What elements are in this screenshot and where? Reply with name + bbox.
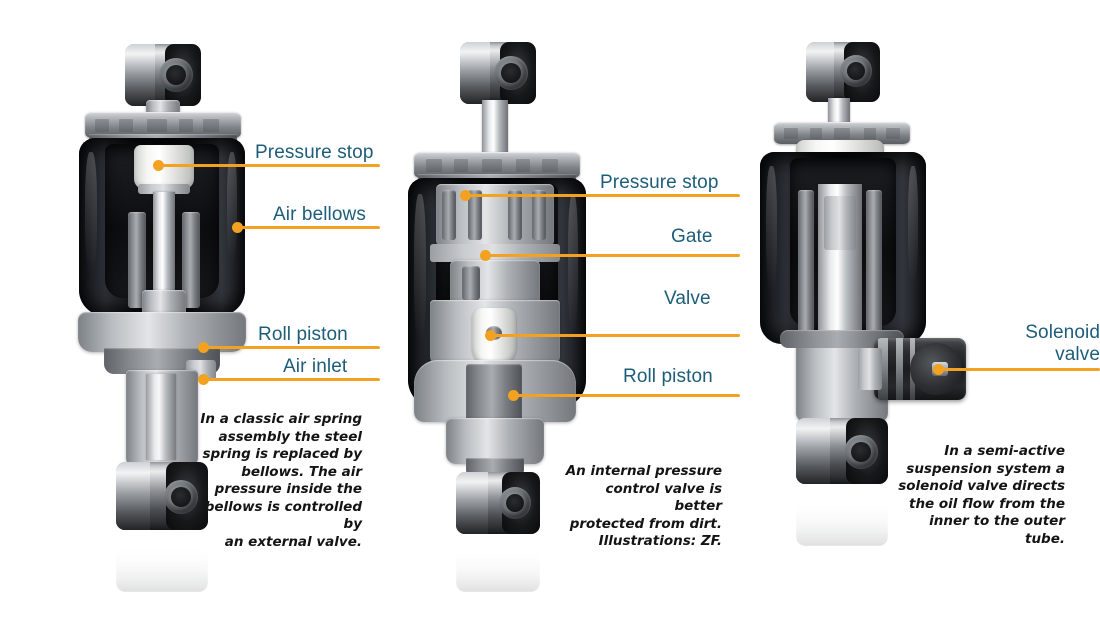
upper-piston-rod bbox=[482, 100, 508, 162]
upper-bushing-eye bbox=[806, 42, 880, 102]
roll-piston-base bbox=[446, 418, 544, 464]
internal-valve-assembly: Pressure stop Gate Valve Roll piston An … bbox=[380, 0, 740, 638]
inner-rod-left bbox=[798, 190, 814, 340]
ground-reflection bbox=[456, 536, 540, 592]
pressure-stop-collar bbox=[138, 184, 190, 194]
label-air-inlet: Air inlet bbox=[283, 356, 348, 377]
air-bellows-leader bbox=[237, 226, 380, 229]
pressure-stop-leader bbox=[465, 194, 740, 197]
air-spring-assembly: Pressure stop Air bellows Roll piston Ai… bbox=[0, 0, 380, 638]
upper-bushing-eye bbox=[460, 42, 536, 104]
upper-bushing-eye bbox=[125, 44, 201, 106]
valve-leader bbox=[490, 334, 740, 337]
roll-piston-leader bbox=[203, 346, 380, 349]
lower-collar bbox=[466, 458, 524, 476]
label-solenoid-valve-line1: Solenoid bbox=[1025, 322, 1100, 343]
inner-tube-right bbox=[182, 212, 200, 308]
lower-bushing-eye bbox=[116, 462, 208, 530]
label-valve: Valve bbox=[664, 288, 711, 309]
piston-rod bbox=[153, 192, 175, 300]
pressure-stop-part bbox=[134, 145, 194, 189]
label-gate: Gate bbox=[671, 226, 713, 247]
pressure-stop-flutes bbox=[442, 190, 456, 240]
label-air-bellows: Air bellows bbox=[273, 204, 366, 225]
solenoid-valve-leader bbox=[938, 368, 1100, 371]
inner-rod-right bbox=[866, 190, 882, 340]
label-pressure-stop: Pressure stop bbox=[600, 172, 719, 193]
semi-active-assembly: Solenoid valve In a semi-active suspensi… bbox=[740, 0, 1100, 638]
label-pressure-stop: Pressure stop bbox=[255, 142, 374, 163]
inner-tube-left bbox=[128, 212, 146, 308]
lower-tube-highlight bbox=[146, 374, 176, 460]
gate-slot bbox=[462, 266, 480, 300]
caption-air-spring: In a classic air spring assembly the ste… bbox=[200, 411, 362, 550]
roll-piston-leader bbox=[513, 394, 740, 397]
roll-piston-part bbox=[78, 312, 246, 352]
pressure-stop-leader bbox=[158, 164, 380, 167]
lower-bushing-eye bbox=[796, 418, 888, 484]
toothed-ring bbox=[430, 244, 560, 262]
label-roll-piston: Roll piston bbox=[258, 324, 348, 345]
pressure-stop-flutes bbox=[468, 190, 482, 240]
solenoid-neck bbox=[858, 348, 882, 390]
top-cap-ring bbox=[414, 152, 580, 178]
body-shoulder bbox=[780, 330, 904, 348]
caption-internal-valve: An internal pressure control valve is be… bbox=[565, 463, 722, 549]
pressure-stop-flutes bbox=[508, 190, 522, 240]
ground-reflection bbox=[796, 486, 888, 546]
label-roll-piston: Roll piston bbox=[623, 366, 713, 387]
top-cap-ring bbox=[85, 112, 241, 138]
top-cap-ring bbox=[774, 122, 910, 144]
caption-semi-active: In a semi-active suspension system a sol… bbox=[898, 443, 1065, 547]
label-solenoid-valve-line2: valve bbox=[1055, 344, 1100, 365]
air-inlet-leader bbox=[203, 378, 380, 381]
pressure-stop-flutes bbox=[532, 190, 546, 240]
gate-leader bbox=[485, 254, 740, 257]
upper-piston-rod bbox=[828, 98, 850, 128]
valve-stack bbox=[824, 196, 856, 250]
lower-bushing-eye bbox=[456, 472, 540, 534]
